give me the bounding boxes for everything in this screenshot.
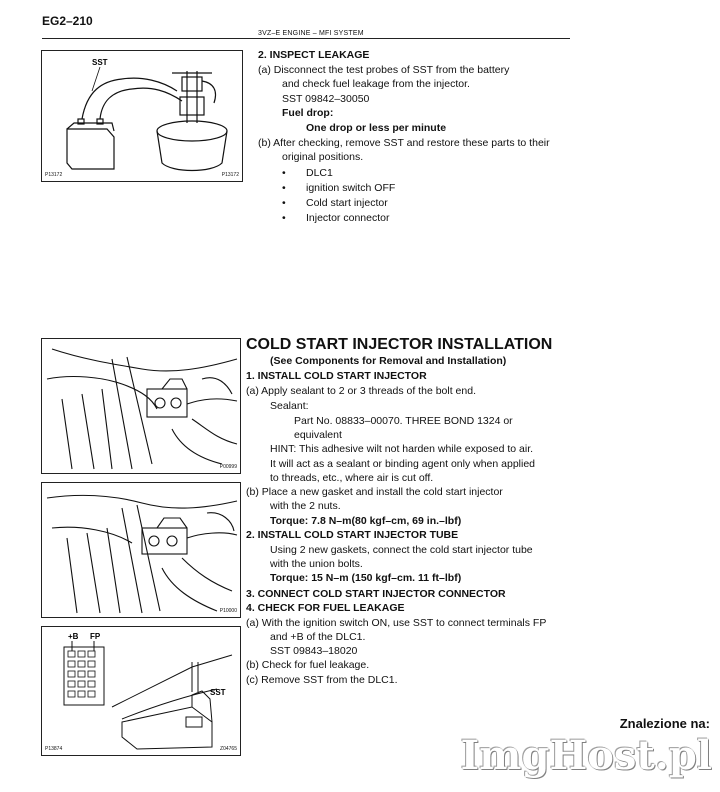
step4-a-line2: and +B of the DLC1. bbox=[270, 631, 366, 643]
step4-a-line1: (a) With the ignition switch ON, use SST… bbox=[246, 617, 547, 629]
step4-title: 4. CHECK FOR FUEL LEAKAGE bbox=[246, 602, 405, 614]
inspect-a-line1: (a) Disconnect the test probes of SST fr… bbox=[258, 64, 510, 76]
step4-c: (c) Remove SST from the DLC1. bbox=[246, 674, 398, 686]
sealant-part-line1: Part No. 08833–00070. THREE BOND 1324 or bbox=[294, 415, 513, 427]
engine-injector-illustration bbox=[46, 348, 238, 470]
section-header: 3VZ–E ENGINE – MFI SYSTEM bbox=[258, 30, 364, 37]
inspect-b-line2: original positions. bbox=[282, 151, 364, 163]
sealant-label: Sealant: bbox=[270, 400, 309, 412]
torque-1: Torque: 7.8 N–m(80 kgf–cm, 69 in.–lbf) bbox=[270, 515, 462, 527]
fuel-drop-label: Fuel drop: bbox=[282, 107, 334, 119]
step2-line1: Using 2 new gaskets, connect the cold st… bbox=[270, 544, 533, 556]
fig4-code-left: P13874 bbox=[45, 746, 63, 752]
figure-sealant-application: P00999 bbox=[41, 338, 241, 474]
fig4-label-fp: FP bbox=[90, 632, 101, 641]
torque-2: Torque: 15 N–m (150 kgf–cm. 11 ft–lbf) bbox=[270, 572, 462, 584]
injector-test-illustration: SST bbox=[66, 58, 228, 172]
figure-injector-install: P10000 bbox=[41, 482, 241, 618]
step1-a: (a) Apply sealant to 2 or 3 threads of t… bbox=[246, 385, 476, 397]
restore-item: Injector connector bbox=[282, 211, 390, 226]
step4-b: (b) Check for fuel leakage. bbox=[246, 659, 370, 671]
step2-line2: with the union bolts. bbox=[270, 558, 363, 570]
step1-b-line1: (b) Place a new gasket and install the c… bbox=[246, 486, 503, 498]
engine-injector-install-illustration bbox=[46, 494, 238, 614]
restore-item: Cold start injector bbox=[282, 196, 388, 211]
fig1-sst-label: SST bbox=[92, 58, 108, 67]
install-heading: COLD START INJECTOR INSTALLATION bbox=[246, 336, 553, 353]
inspect-leakage-title: 2. INSPECT LEAKAGE bbox=[258, 49, 370, 61]
restore-item: ignition switch OFF bbox=[282, 181, 395, 196]
step3-title: 3. CONNECT COLD START INJECTOR CONNECTOR bbox=[246, 588, 506, 600]
fig1-code-left: P13172 bbox=[45, 172, 63, 178]
step1-title: 1. INSTALL COLD START INJECTOR bbox=[246, 370, 427, 382]
figure-injector-leak-test: SST P13172 P13172 bbox=[41, 50, 243, 182]
header-rule bbox=[42, 38, 570, 39]
fig3-code-right: P10000 bbox=[219, 608, 237, 614]
page-number: EG2–210 bbox=[42, 14, 93, 28]
fuel-drop-value: One drop or less per minute bbox=[306, 122, 447, 134]
fig2-code-right: P00999 bbox=[219, 464, 237, 470]
hint-line2: It will act as a sealant or binding agen… bbox=[270, 458, 536, 470]
step1-b-line2: with the 2 nuts. bbox=[270, 500, 341, 512]
step2-title: 2. INSTALL COLD START INJECTOR TUBE bbox=[246, 529, 459, 541]
dlc1-illustration: +B FP SST bbox=[63, 632, 233, 750]
inspect-a-line2: and check fuel leakage from the injector… bbox=[282, 78, 470, 90]
fig4-label-b: +B bbox=[68, 632, 79, 641]
watermark-logo: ImgHost.pl bbox=[460, 732, 712, 779]
fig4-code-right: Z04765 bbox=[220, 746, 237, 752]
install-subtitle: (See Components for Removal and Installa… bbox=[270, 355, 507, 367]
figure-dlc1-connection: +B FP SST P13874 Z04765 bbox=[41, 626, 241, 756]
inspect-b-line1: (b) After checking, remove SST and resto… bbox=[258, 137, 550, 149]
sealant-part-line2: equivalent bbox=[294, 429, 342, 441]
hint-line3: to threads, etc., where air is cut off. bbox=[270, 472, 434, 484]
inspect-sst: SST 09842–30050 bbox=[282, 93, 370, 105]
watermark-caption: Znalezione na: bbox=[619, 716, 710, 731]
step4-sst: SST 09843–18020 bbox=[270, 645, 358, 657]
fig4-label-sst: SST bbox=[210, 688, 226, 697]
hint-line1: HINT: This adhesive wilt not harden whil… bbox=[270, 443, 534, 455]
fig1-code-right: P13172 bbox=[221, 172, 239, 178]
restore-item: DLC1 bbox=[282, 166, 333, 181]
